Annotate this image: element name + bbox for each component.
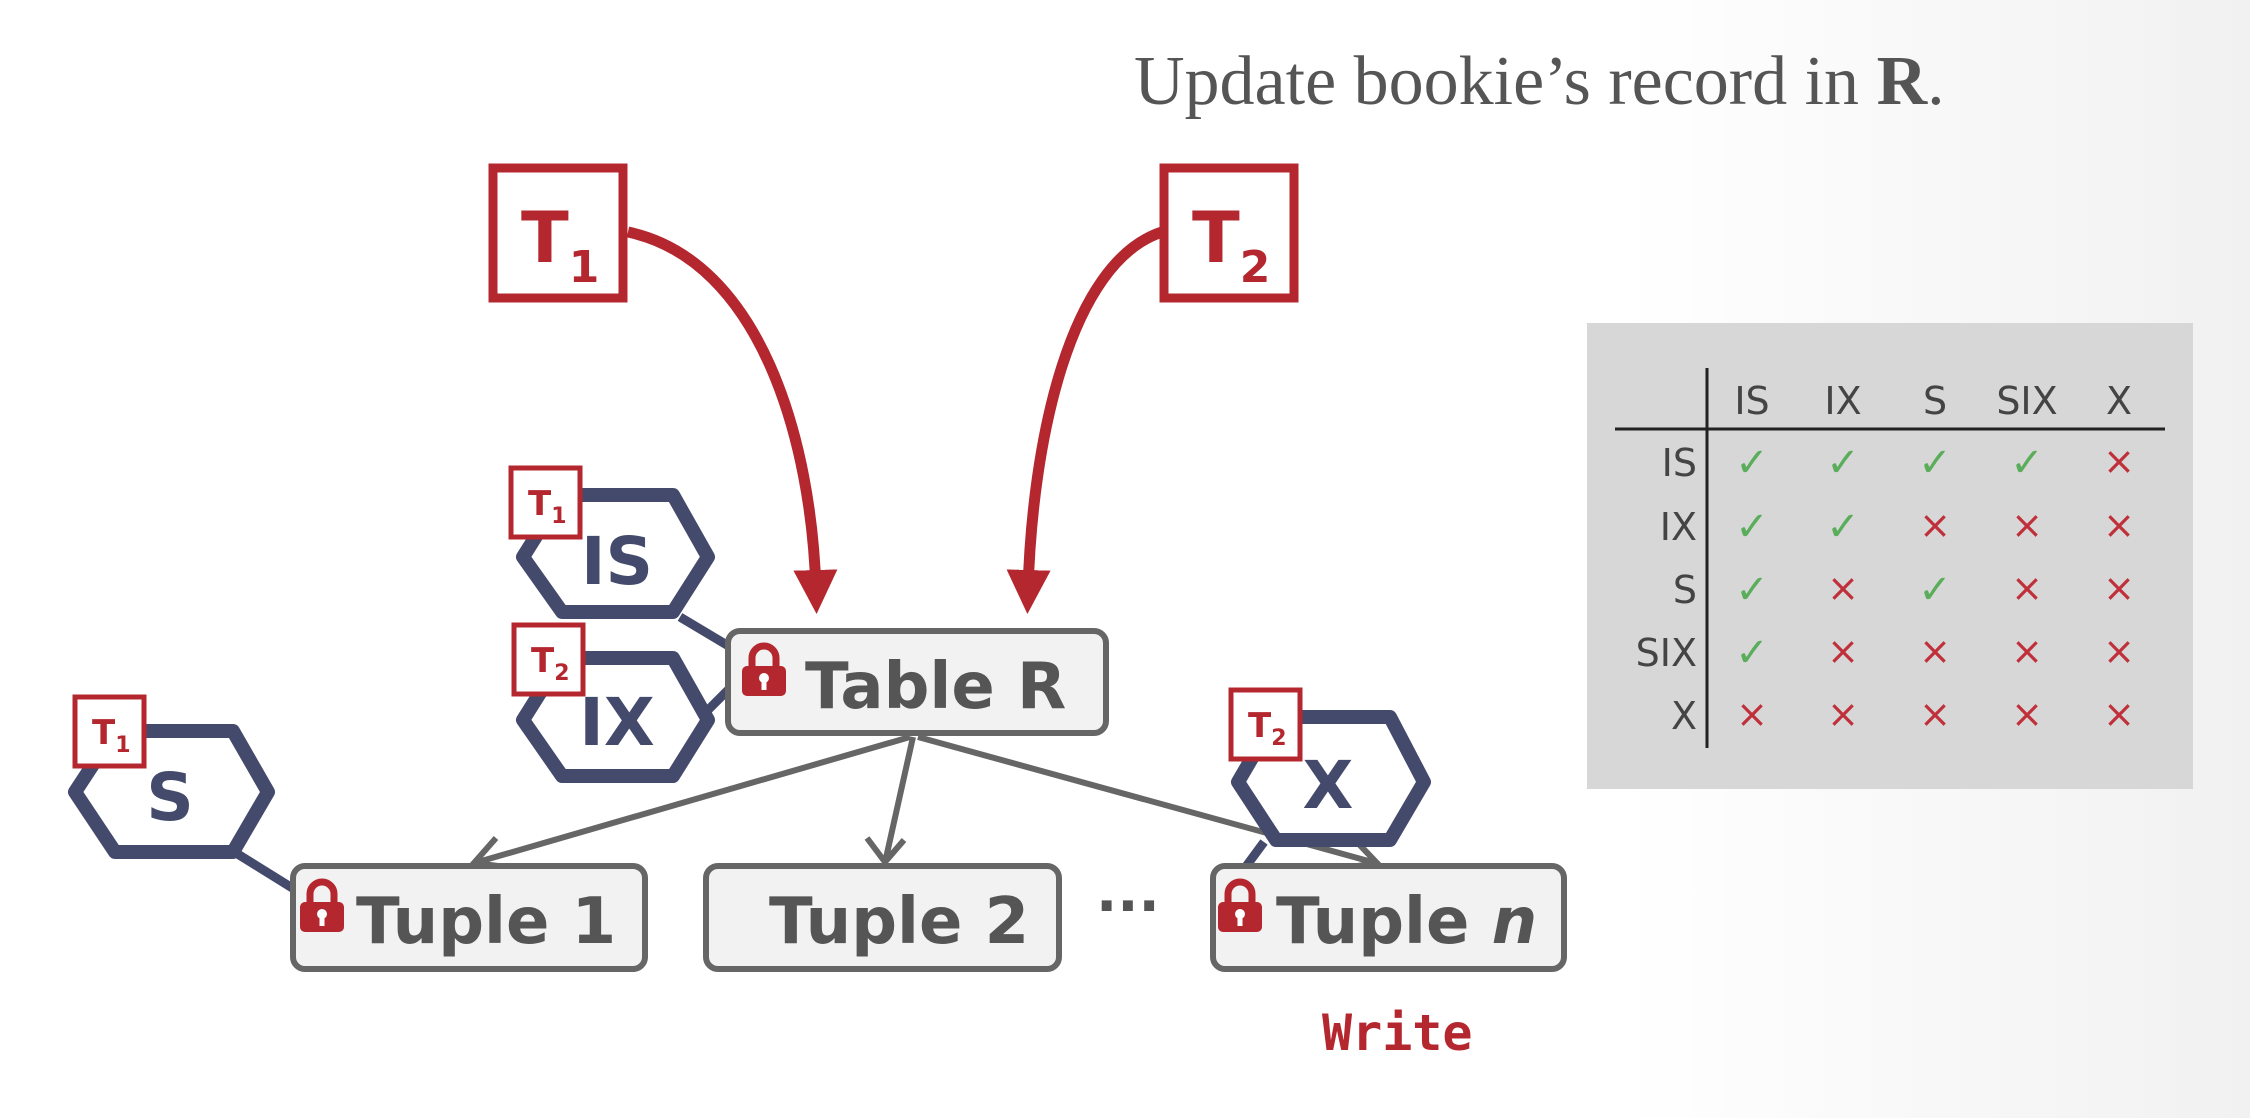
cross-icon: ×: [1827, 692, 1859, 736]
matrix-row-header: IX: [1660, 505, 1697, 549]
tag-s-holder: T1: [72, 694, 147, 769]
lock-x-mode: X: [1303, 747, 1354, 824]
cross-icon: ×: [2011, 629, 2043, 673]
tag-s-label: T: [92, 713, 116, 753]
tag-x-holder: T2: [1228, 687, 1303, 762]
matrix-row-header: IS: [1662, 441, 1697, 485]
cross-icon: ×: [2011, 566, 2043, 610]
edge-table-tuple2: [883, 736, 916, 859]
t2-label: T: [1192, 197, 1240, 279]
cross-icon: ×: [1919, 503, 1951, 547]
cross-icon: ×: [1919, 692, 1951, 736]
checkmark-icon: ✓: [1735, 504, 1769, 550]
cross-icon: ×: [2011, 692, 2043, 736]
compatibility-matrix: IS IX S SIX X IS ✓ ✓ ✓ ✓ × IX ✓ ✓ × × × S ✓ × ✓ × × SIX ✓ × × × × X × ×…: [1587, 323, 2193, 789]
matrix-col-header: S: [1923, 379, 1947, 423]
tuple-2-label: Tuple 2: [769, 885, 1029, 959]
transaction-t2: T2: [1159, 163, 1299, 303]
edge-table-tuple2-head: [864, 836, 907, 867]
t2-sub: 2: [1240, 242, 1271, 293]
transaction-t1: T1: [488, 163, 628, 303]
table-r-label: Table R: [805, 650, 1066, 724]
svg-text:T2: T2: [531, 641, 570, 686]
tuple-n-node: Tuple n: [1210, 863, 1567, 972]
table-r-node: Table R: [725, 628, 1109, 736]
tag-ix-sub: 2: [554, 661, 569, 686]
tag-is-holder: T1: [508, 465, 583, 540]
tuple-n-var: n: [1492, 885, 1538, 959]
lock-ix-mode: IX: [579, 684, 654, 761]
matrix-col-header: IX: [1824, 379, 1861, 423]
checkmark-icon: ✓: [1826, 440, 1860, 486]
tag-ix-label: T: [531, 641, 555, 681]
t1-label: T: [521, 197, 569, 279]
cross-icon: ×: [1919, 629, 1951, 673]
checkmark-icon: ✓: [2010, 440, 2044, 486]
title-prefix: Update bookie’s record in: [1134, 43, 1877, 120]
matrix-col-header: IS: [1734, 379, 1769, 423]
svg-text:T1: T1: [528, 484, 567, 529]
cross-icon: ×: [2103, 439, 2135, 483]
cross-icon: ×: [2103, 503, 2135, 547]
svg-text:T2: T2: [1248, 706, 1287, 751]
matrix-col-header: SIX: [1996, 379, 2057, 423]
title-suffix: .: [1927, 43, 1945, 120]
matrix-cells: IS IX S SIX X IS ✓ ✓ ✓ ✓ × IX ✓ ✓ × × × S ✓ × ✓ × × SIX ✓ × × × × X × ×…: [1636, 379, 2135, 738]
matrix-row-header: SIX: [1636, 631, 1697, 675]
edge-table-tuple1: [477, 734, 911, 865]
checkmark-icon: ✓: [1918, 440, 1952, 486]
tag-is-sub: 1: [551, 504, 566, 529]
t1-sub: 1: [569, 242, 600, 293]
cross-icon: ×: [2103, 566, 2135, 610]
checkmark-icon: ✓: [1735, 567, 1769, 613]
lock-s-mode: S: [146, 759, 194, 836]
tag-ix-holder: T2: [511, 622, 586, 697]
title-relation: R: [1876, 43, 1928, 120]
svg-text:T1: T1: [521, 197, 599, 293]
t1-arrow: [626, 226, 838, 614]
tuple-ellipsis: ···: [1096, 874, 1160, 939]
svg-text:Tuple n: Tuple n: [1276, 885, 1537, 959]
lock-is-mode: IS: [581, 523, 653, 600]
cross-icon: ×: [1736, 692, 1768, 736]
checkmark-icon: ✓: [1918, 567, 1952, 613]
matrix-row-header: S: [1673, 568, 1697, 612]
cross-icon: ×: [2103, 629, 2135, 673]
matrix-col-header: X: [2106, 379, 2132, 423]
checkmark-icon: ✓: [1735, 440, 1769, 486]
tag-x-sub: 2: [1271, 726, 1286, 751]
slide-title: Update bookie’s record in R.: [1134, 42, 1945, 122]
write-label: Write: [1322, 1004, 1473, 1062]
t2-arrow: [1006, 226, 1164, 614]
matrix-row-header: X: [1671, 694, 1697, 738]
svg-text:T1: T1: [92, 713, 131, 758]
tag-x-label: T: [1248, 706, 1272, 746]
svg-text:T2: T2: [1192, 197, 1270, 293]
cross-icon: ×: [1827, 629, 1859, 673]
tuple-1-node: Tuple 1: [290, 863, 648, 972]
cross-icon: ×: [1827, 566, 1859, 610]
tuple-1-label: Tuple 1: [356, 885, 616, 959]
tag-s-sub: 1: [115, 733, 130, 758]
tuple-2-node: Tuple 2: [703, 863, 1062, 972]
matrix-background: [1587, 323, 2193, 789]
checkmark-icon: ✓: [1826, 504, 1860, 550]
checkmark-icon: ✓: [1735, 630, 1769, 676]
cross-icon: ×: [2103, 692, 2135, 736]
tag-is-label: T: [528, 484, 552, 524]
tuple-n-prefix: Tuple: [1276, 885, 1492, 959]
cross-icon: ×: [2011, 503, 2043, 547]
